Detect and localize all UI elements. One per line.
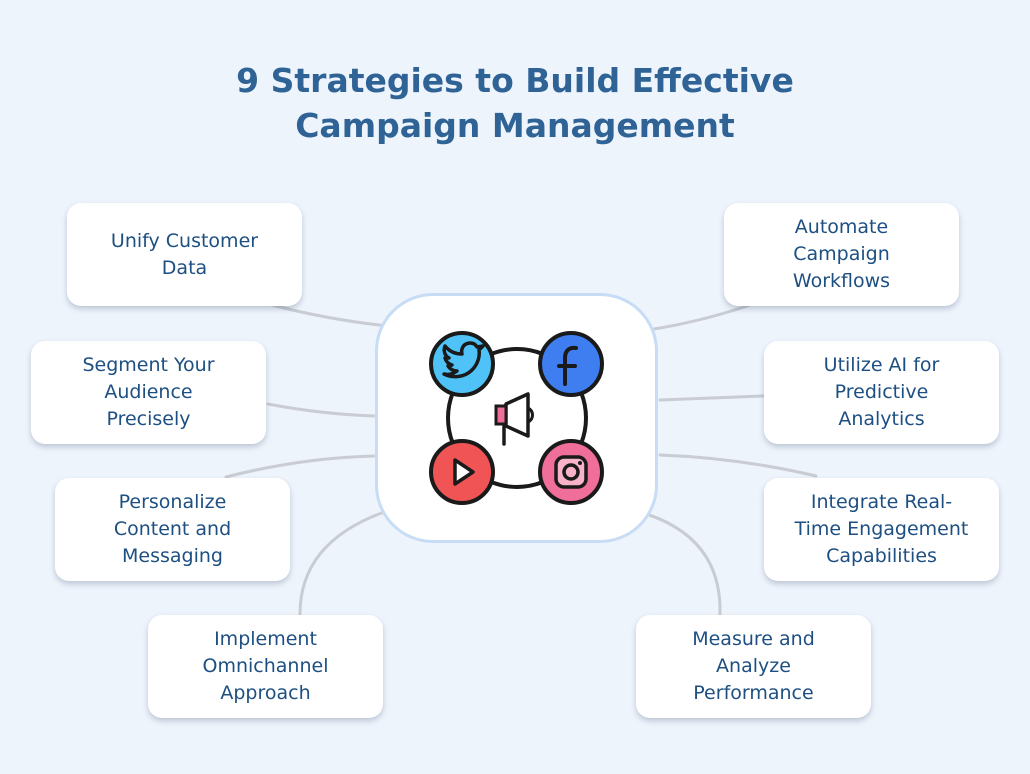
strategy-line: Personalize <box>118 491 227 513</box>
strategy-line: Workflows <box>792 270 891 292</box>
title-line-2: Campaign Management <box>295 106 735 145</box>
strategy-line: Analyze <box>716 655 791 677</box>
strategy-line: Data <box>161 256 208 279</box>
strategy-line: Automate <box>794 216 889 238</box>
strategy-line: Time Engagement <box>794 518 969 540</box>
instagram-icon <box>538 439 604 505</box>
connector-integrate <box>658 453 818 478</box>
strategy-line: Audience <box>104 381 193 403</box>
connector-utilize <box>658 394 766 402</box>
strategy-line: Omnichannel <box>202 655 329 677</box>
strategy-line: Content and <box>113 518 232 540</box>
strategy-card-segment-audience: Segment Your Audience Precisely <box>31 341 266 444</box>
strategy-line: Segment Your <box>82 354 215 376</box>
strategy-line: Capabilities <box>826 545 937 567</box>
strategy-line: Messaging <box>122 545 223 567</box>
strategy-card-measure-performance: Measure and Analyze Performance <box>636 615 871 718</box>
strategy-card-omnichannel: Implement Omnichannel Approach <box>148 615 383 718</box>
strategy-line: Predictive <box>834 381 929 403</box>
connector-personalize <box>224 454 376 479</box>
strategy-card-utilize-ai: Utilize AI for Predictive Analytics <box>764 341 999 444</box>
megaphone-icon <box>494 392 534 446</box>
strategy-line: Precisely <box>106 408 191 430</box>
strategy-card-personalize-content: Personalize Content and Messaging <box>55 478 290 581</box>
page-title: 9 Strategies to Build Effective Campaign… <box>0 58 1030 148</box>
strategy-line: Performance <box>693 682 814 704</box>
strategy-line: Utilize AI for <box>823 354 940 376</box>
social-media-hub <box>375 293 658 543</box>
connector-segment <box>266 402 376 418</box>
facebook-icon <box>538 331 604 397</box>
strategy-line: Campaign <box>793 243 890 265</box>
connector-unify <box>270 303 390 328</box>
connector-implement <box>298 508 392 616</box>
strategy-line: Measure and <box>692 628 815 650</box>
strategy-line: Analytics <box>838 408 925 430</box>
strategy-line: Unify Customer <box>110 229 259 252</box>
hub-illustration <box>429 331 604 505</box>
strategy-line: Implement <box>214 628 317 650</box>
strategy-line: Approach <box>220 682 311 704</box>
connector-automate <box>646 303 752 332</box>
strategy-card-unify-customer-data: Unify Customer Data <box>67 203 302 306</box>
strategy-card-real-time-engagement: Integrate Real- Time Engagement Capabili… <box>764 478 999 581</box>
title-line-1: 9 Strategies to Build Effective <box>236 61 794 100</box>
hub-ring <box>446 347 588 489</box>
twitter-icon <box>429 331 495 397</box>
connector-measure <box>638 510 722 616</box>
strategy-card-automate-workflows: Automate Campaign Workflows <box>724 203 959 306</box>
youtube-icon <box>429 439 495 505</box>
strategy-line: Integrate Real- <box>810 491 953 513</box>
